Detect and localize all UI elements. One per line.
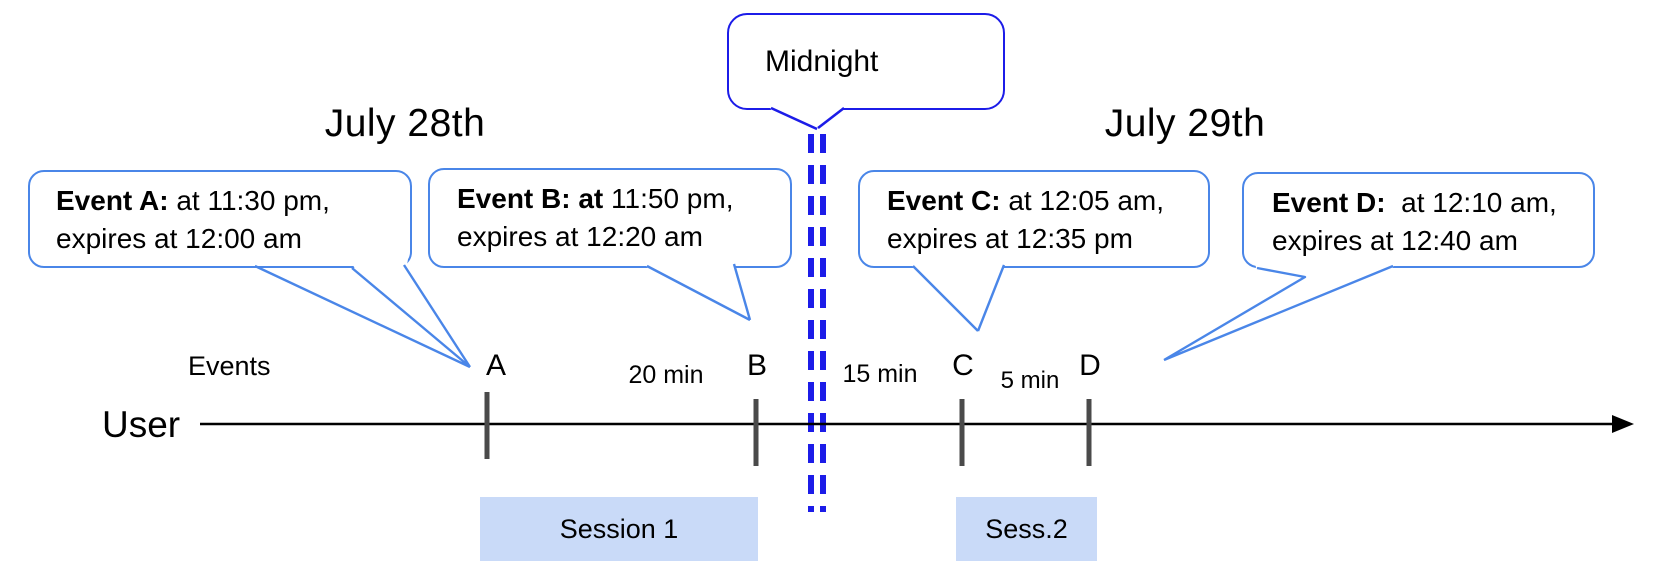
- event-b-callout: Event B: at 11:50 pm, expires at 12:20 a…: [428, 168, 792, 268]
- event-b-line1: Event B: at 11:50 pm,: [457, 183, 734, 214]
- gap-label-5min: 5 min: [1000, 367, 1060, 394]
- date-label-july-28: July 28th: [324, 102, 486, 145]
- event-d-line1: Event D: at 12:10 am,: [1272, 187, 1557, 218]
- session-1-box: Session 1: [480, 497, 758, 561]
- session-1-label: Session 1: [559, 513, 679, 544]
- event-c-callout-tail: [909, 259, 1007, 332]
- axis-user-label: User: [102, 404, 181, 445]
- arrowhead-icon: [1612, 415, 1634, 433]
- event-b-callout-tail: [643, 259, 752, 322]
- event-d-line2: expires at 12:40 am: [1272, 225, 1518, 256]
- session-2-box: Sess.2: [956, 497, 1097, 561]
- event-b-line2: expires at 12:20 am: [457, 221, 703, 252]
- user-timeline-arrow: [200, 415, 1634, 433]
- midnight-callout: Midnight: [727, 13, 1005, 110]
- tick-label-b: B: [746, 349, 767, 382]
- event-d-callout-tail: [1163, 261, 1396, 362]
- gap-label-15min: 15 min: [842, 360, 918, 388]
- event-a-callout: Event A: at 11:30 pm, expires at 12:00 a…: [28, 170, 412, 268]
- event-c-line1: Event C: at 12:05 am,: [887, 185, 1165, 216]
- tick-label-d: D: [1079, 349, 1101, 382]
- event-a-callout-tail: [254, 259, 472, 369]
- date-label-july-29: July 29th: [1104, 102, 1266, 145]
- tick-label-c: C: [952, 349, 974, 382]
- event-a-line1: Event A: at 11:30 pm,: [56, 185, 330, 216]
- midnight-label: Midnight: [765, 44, 879, 78]
- event-c-callout: Event C: at 12:05 am, expires at 12:35 p…: [858, 170, 1210, 268]
- tick-label-a: A: [485, 349, 506, 382]
- gap-label-20min: 20 min: [628, 361, 704, 389]
- event-d-callout: Event D: at 12:10 am, expires at 12:40 a…: [1242, 172, 1595, 268]
- session-2-label: Sess.2: [985, 513, 1068, 544]
- event-a-line2: expires at 12:00 am: [56, 223, 302, 254]
- axis-events-label: Events: [188, 351, 271, 381]
- event-c-line2: expires at 12:35 pm: [887, 223, 1133, 254]
- midnight-dashed-line: [808, 134, 826, 512]
